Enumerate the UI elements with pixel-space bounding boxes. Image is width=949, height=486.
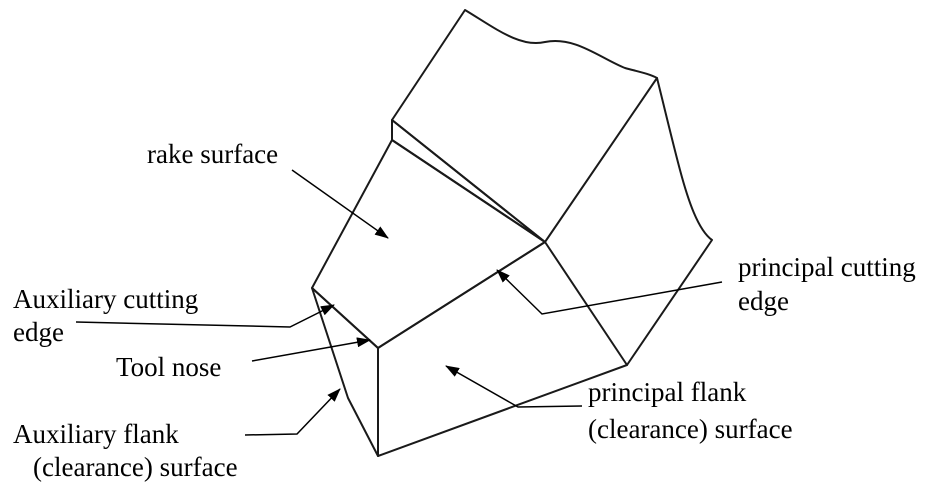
shank-broken-outline [626, 77, 713, 366]
principal-cutting-edge-label-line1: principal cutting [738, 252, 916, 282]
rake-surface-label: rake surface [147, 139, 279, 169]
tool-nose-label: Tool nose [116, 352, 222, 382]
auxiliary-cutting-edge-arrow [75, 304, 335, 328]
auxiliary-flank-face [311, 287, 379, 457]
tool-nose-arrow [251, 337, 371, 362]
principal-cutting-edge-arrow [496, 269, 723, 315]
rake-surface-arrow [291, 169, 389, 239]
principal-flank-arrow [445, 365, 583, 408]
principal-flank-label-line2: (clearance) surface [588, 414, 793, 444]
tool-body [311, 9, 713, 457]
auxiliary-flank-label-line1: Auxiliary flank [13, 419, 179, 449]
auxiliary-cutting-edge-label-line1: Auxiliary cutting [13, 284, 199, 314]
auxiliary-flank-arrow [244, 388, 341, 436]
principal-flank-label-line1: principal flank [588, 377, 747, 407]
shank-side-face [391, 9, 658, 243]
auxiliary-cutting-edge-label-line2: edge [13, 317, 64, 347]
principal-cutting-edge-label-line2: edge [738, 286, 789, 316]
auxiliary-flank-label-line2: (clearance) surface [33, 452, 238, 482]
leaders [75, 169, 723, 436]
